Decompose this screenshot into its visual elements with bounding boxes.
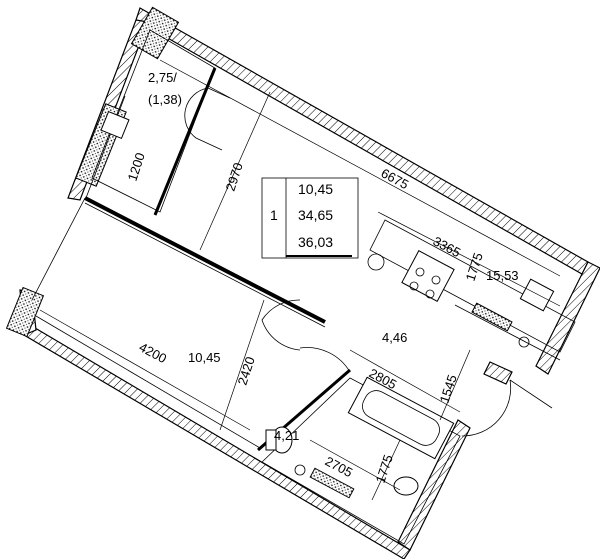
balcony-door xyxy=(184,87,231,151)
entrance-door xyxy=(461,379,553,437)
kitchen-sink xyxy=(519,278,555,312)
balcony-window xyxy=(100,110,130,140)
dim-line-2705 xyxy=(309,439,401,491)
dim-line-1775-bath xyxy=(371,439,401,501)
partition-living-inner xyxy=(84,202,326,328)
summary-living-area: 10,45 xyxy=(298,181,333,197)
summary-box xyxy=(261,177,359,259)
stove-burner-2 xyxy=(431,275,441,285)
bathroom-area-label: 4,21 xyxy=(274,428,299,443)
kitchen-radiator xyxy=(471,302,513,332)
living-room-area-label: 10,45 xyxy=(188,350,221,365)
sink-bath xyxy=(393,476,419,496)
kitchen-counter-edge xyxy=(454,304,561,361)
dim-1775-label: 1775 xyxy=(463,251,486,283)
summary-total-area: 34,65 xyxy=(298,207,333,223)
kitchen-area-label: 15,53 xyxy=(486,268,519,283)
kitchen-stove xyxy=(401,250,455,302)
wall-entrance-stub xyxy=(483,361,513,385)
dim-1775b-label: 1775 xyxy=(373,453,396,485)
summary-apartment-number: 1 xyxy=(270,207,278,223)
balcony-area-label: 2,75/ xyxy=(148,70,177,85)
partition-living xyxy=(84,196,326,324)
dim-line-6675 xyxy=(159,59,561,277)
kitchen-counter xyxy=(369,219,576,353)
hall-area-label: 4,46 xyxy=(382,330,407,345)
stove-burner-4 xyxy=(425,289,435,299)
bath-radiator xyxy=(309,467,355,499)
balcony-reduced-area-label: (1,38) xyxy=(148,92,182,107)
dim-line-2970 xyxy=(199,91,271,251)
living-door xyxy=(261,299,301,351)
dim-line-1545 xyxy=(439,349,471,421)
bathtub-inner xyxy=(362,390,440,446)
dim-line-4200 xyxy=(39,309,251,431)
bathtub xyxy=(347,376,455,460)
dim-2420-label: 2420 xyxy=(235,355,258,387)
hall-door xyxy=(299,347,351,373)
wall-top xyxy=(135,7,589,275)
summary-total-with-balcony: 36,03 xyxy=(298,234,333,250)
stove-burner-1 xyxy=(415,267,425,277)
bath-riser xyxy=(294,464,306,476)
dim-1200-label: 1200 xyxy=(125,151,148,183)
partition-balcony xyxy=(153,67,217,216)
dim-line-2420 xyxy=(219,299,265,431)
kitchen-fixture xyxy=(367,253,385,271)
dim-2970-label: 2970 xyxy=(223,161,246,193)
toilet-tank xyxy=(265,429,277,451)
kitchen-riser xyxy=(518,336,530,348)
dim-line-3365 xyxy=(377,211,561,307)
balcony-inner-rail xyxy=(85,95,126,199)
living-wall-left xyxy=(31,197,86,301)
living-inner-bottom xyxy=(35,315,261,449)
dim-3365-label: 3365 xyxy=(431,233,464,260)
dim-1545-label: 1545 xyxy=(437,373,460,405)
stove-burner-3 xyxy=(409,281,419,291)
dim-4200-label: 4200 xyxy=(137,339,170,366)
column-left-lower xyxy=(5,286,45,338)
dim-line-2805 xyxy=(349,349,461,413)
